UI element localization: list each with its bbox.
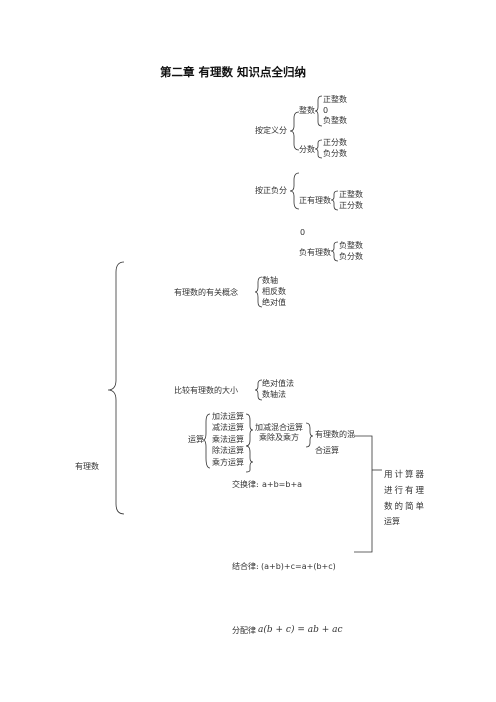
fraction-item-negative: 负分数	[323, 149, 347, 158]
integer-item-negative: 负整数	[323, 116, 347, 125]
mixed-mul-div-power: 乘除及乘方	[259, 433, 299, 442]
distributive-law-formula: a(b + c) = ab + ac	[258, 625, 343, 635]
ops-brace-right-1	[245, 413, 254, 447]
concept-number-line: 数轴	[262, 276, 278, 285]
associative-law-formula: (a+b)+c=a+(b+c)	[261, 562, 336, 571]
operations-brace	[202, 413, 211, 469]
zero-label: 0	[300, 228, 306, 237]
fraction-item-positive: 正分数	[323, 138, 347, 147]
op-subtraction: 减法运算	[212, 423, 244, 432]
compare-label: 比较有理数的大小	[174, 386, 238, 395]
positive-rational-label: 正有理数	[299, 196, 331, 205]
calculator-note-line4: 运算	[384, 517, 400, 526]
calculator-note-line3: 数的简单	[384, 502, 427, 512]
concept-absolute-value: 绝对值	[262, 298, 286, 307]
negative-item-fraction: 负分数	[339, 252, 363, 261]
op-multiplication: 乘法运算	[212, 435, 244, 444]
mixed-add-sub: 加减混合运算	[255, 423, 303, 432]
commutative-law-label: 交换律:	[232, 480, 259, 489]
positive-brace	[330, 190, 339, 211]
compare-number-line: 数轴法	[262, 390, 286, 399]
associative-law-label: 结合律:	[232, 562, 259, 571]
calculator-note-line1: 用计算器	[384, 470, 427, 480]
compare-brace	[254, 379, 263, 401]
positive-item-fraction: 正分数	[339, 201, 363, 210]
sign-brace	[289, 172, 300, 210]
negative-rational-label: 负有理数	[299, 248, 331, 257]
negative-item-integer: 负整数	[339, 241, 363, 250]
calculator-bracket	[354, 435, 373, 553]
page-title: 第二章 有理数 知识点全归纳	[160, 65, 307, 79]
positive-item-integer: 正整数	[339, 190, 363, 199]
op-division: 除法运算	[212, 446, 244, 455]
op-addition: 加法运算	[212, 412, 244, 421]
by-sign-label: 按正负分	[255, 186, 287, 195]
operations-label: 运算	[188, 435, 204, 444]
integer-item-positive: 正整数	[323, 95, 347, 104]
concepts-label: 有理数的有关概念	[174, 288, 238, 297]
integer-brace	[314, 95, 323, 127]
mixed-result-line1: 有理数的混	[315, 430, 355, 439]
commutative-law-formula: a+b=b+a	[262, 480, 303, 489]
concept-opposite: 相反数	[262, 287, 286, 296]
mixed-result-line2: 合运算	[315, 446, 339, 455]
compare-absolute: 绝对值法	[262, 379, 294, 388]
negative-brace	[330, 241, 339, 262]
mixed-brace	[305, 422, 314, 448]
fraction-label: 分数	[299, 145, 315, 154]
ops-brace-right-2	[245, 445, 254, 473]
root-label: 有理数	[75, 462, 99, 471]
fraction-brace	[314, 139, 323, 159]
by-definition-label: 按定义分	[255, 126, 287, 135]
root-brace	[107, 261, 125, 515]
integer-label: 整数	[299, 106, 315, 115]
op-power: 乘方运算	[212, 458, 244, 467]
concepts-brace	[254, 276, 263, 308]
integer-item-zero: 0	[323, 106, 329, 115]
calculator-note-line2: 进行有理	[384, 486, 427, 496]
distributive-law-label: 分配律	[232, 626, 256, 635]
definition-brace	[289, 111, 300, 151]
